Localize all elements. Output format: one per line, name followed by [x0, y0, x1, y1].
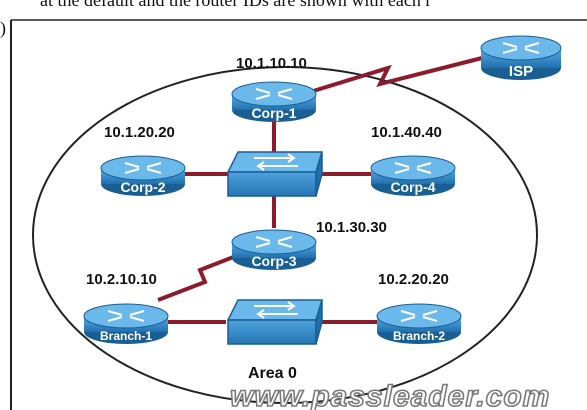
router-id-branch2: 10.2.20.20: [378, 271, 449, 288]
router-isp: ISP: [480, 35, 562, 80]
router-label-corp2: Corp-2: [120, 179, 165, 195]
left-mark: ): [0, 18, 6, 38]
serial-link-corp3-branch1: [157, 254, 237, 302]
router-corp3: Corp-3: [231, 229, 317, 270]
router-id-corp1: 10.1.10.10: [236, 55, 307, 72]
router-label-branch2: Branch-2: [393, 329, 445, 343]
router-id-corp2: 10.1.20.20: [104, 124, 175, 141]
switch-bottom: [226, 299, 324, 345]
router-icon: [502, 42, 540, 54]
switch-top: [226, 151, 324, 197]
switch-icon: [254, 301, 298, 319]
router-branch2: Branch-2: [376, 303, 462, 344]
router-id-corp3: 10.1.30.30: [316, 219, 387, 236]
watermark: www.passleader.com: [230, 380, 550, 410]
router-icon: [394, 162, 432, 174]
router-icon: [107, 310, 145, 322]
router-id-corp4: 10.1.40.40: [371, 124, 442, 141]
router-corp1: Corp-1: [231, 81, 317, 122]
router-label-corp4: Corp-4: [390, 179, 435, 195]
router-branch1: Branch-1: [83, 303, 169, 344]
router-icon: [124, 162, 162, 174]
router-label-isp: ISP: [509, 63, 533, 80]
router-corp2: Corp-2: [100, 155, 186, 196]
router-id-branch1: 10.2.10.10: [86, 271, 157, 288]
area-label: Area 0: [248, 365, 297, 382]
router-corp4: Corp-4: [370, 155, 456, 196]
area-boundary: [32, 66, 538, 404]
router-icon: [400, 310, 438, 322]
serial-link-corp1-isp: [309, 56, 483, 94]
router-label-corp1: Corp-1: [251, 105, 296, 121]
top-caption: at the default and the router IDs are sh…: [40, 0, 432, 10]
router-label-corp3: Corp-3: [251, 253, 296, 269]
router-icon: [255, 88, 293, 100]
switch-icon: [254, 153, 298, 171]
router-icon: [255, 236, 293, 248]
links: [157, 56, 483, 324]
router-label-branch1: Branch-1: [100, 329, 152, 343]
